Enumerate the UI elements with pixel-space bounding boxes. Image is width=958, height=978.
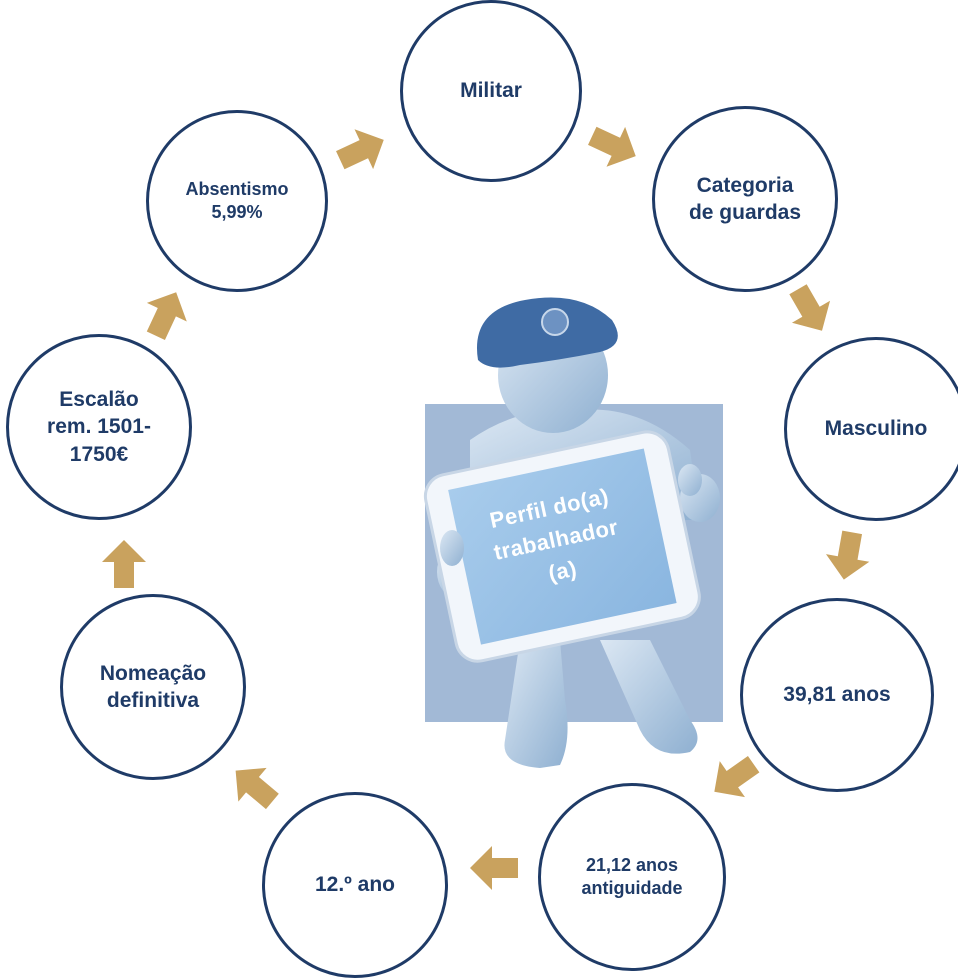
node-antiguidade: 21,12 anos antiguidade: [538, 783, 726, 971]
node-categoria: Categoria de guardas: [652, 106, 838, 292]
node-masculino: Masculino: [784, 337, 958, 521]
arrow-escalao-to-absentismo: [131, 279, 200, 348]
arrow-masculino-to-idade: [818, 526, 878, 586]
center-title: Perfil do(a) trabalhador (a): [487, 483, 621, 586]
beret-badge-icon: [541, 308, 569, 336]
arrow-antiguidade-to-escolaridade: [468, 842, 520, 894]
arrow-categoria-to-masculino: [774, 274, 845, 345]
worker-figure-illustration: [423, 297, 723, 768]
node-idade: 39,81 anos: [740, 598, 934, 792]
arrow-idade-to-antiguidade: [698, 742, 770, 814]
node-escolaridade: 12.º ano: [262, 792, 448, 978]
arrow-escolaridade-to-nomeacao: [217, 749, 290, 822]
tablet-screen: [448, 448, 677, 645]
arrow-absentismo-to-militar: [327, 115, 396, 184]
figure-left-leg: [504, 640, 568, 768]
profile-cycle-diagram: Perfil do(a) trabalhador (a) Militar Cat…: [6, 0, 958, 978]
node-nomeacao: Nomeação definitiva: [60, 594, 246, 780]
arrow-militar-to-categoria: [579, 111, 648, 180]
figure-left-fingers: [440, 530, 464, 566]
node-absentismo: Absentismo 5,99%: [146, 110, 328, 292]
figure-right-leg: [600, 640, 698, 754]
arrow-nomeacao-to-escalao: [98, 538, 150, 590]
figure-right-fingers: [678, 464, 702, 496]
node-militar: Militar: [400, 0, 582, 182]
node-escalao: Escalão rem. 1501- 1750€: [6, 334, 192, 520]
